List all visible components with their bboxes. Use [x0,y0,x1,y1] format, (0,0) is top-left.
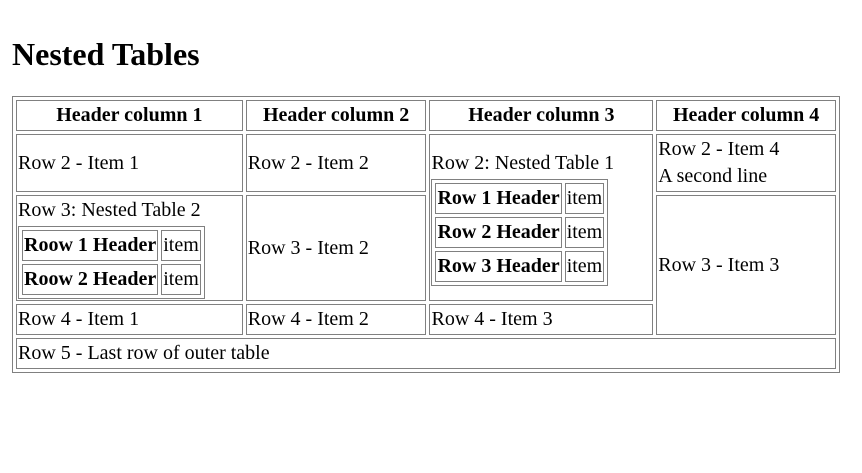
header-column-4: Header column 4 [656,100,836,132]
nested-table-2-row-header: Roow 1 Header [22,230,159,262]
row4-item2-cell: Row 4 - Item 2 [245,304,427,336]
row2-item1-cell: Row 2 - Item 1 [16,134,243,193]
outer-table: Header column 1 Header column 2 Header c… [12,96,840,374]
row2-item4-line1: Row 2 - Item 4 [658,138,780,161]
table-row-4: Row 4 - Item 1 Row 4 - Item 2 Row 4 - It… [16,304,836,336]
header-column-3: Header column 3 [429,100,654,132]
header-column-1: Header column 1 [16,100,243,132]
table-row-2: Row 2 - Item 1 Row 2 - Item 2 Row 2: Nes… [16,134,836,302]
nested-table-2-row: Roow 2 Header item [22,264,201,296]
nested-table-1-row: Row 2 Header item [435,216,605,248]
nested-table-1-row-header: Row 1 Header [435,182,562,214]
nested-table-2-row: Roow 1 Header item [22,230,201,262]
row3-item3-cell: Row 3 - Item 3 [656,195,836,336]
row2-item4-cell: Row 2 - Item 4 A second line [656,134,836,193]
row5-cell: Row 5 - Last row of outer table [16,338,836,370]
nested-table-2-row-header: Roow 2 Header [22,264,159,296]
nested-table-2: Roow 1 Header item Roow 2 Header item [18,226,205,300]
nested-table-2-row-value: item [161,230,201,262]
row3-item2-cell: Row 3 - Item 2 [245,195,427,302]
nested-table-2-title: Row 3: Nested Table 2 [18,199,201,222]
nested-table-1-row-header: Row 3 Header [435,250,562,282]
row2-item2-cell: Row 2 - Item 2 [245,134,427,193]
row4-item1-cell: Row 4 - Item 1 [16,304,243,336]
table-row-3: Row 3: Nested Table 2 Roow 1 Header item… [16,195,836,336]
table-row-5: Row 5 - Last row of outer table [16,338,836,370]
nested-table-1: Row 1 Header item Row 2 Header item Row … [431,178,609,286]
row3-nested-cell: Row 3: Nested Table 2 Roow 1 Header item… [16,195,243,302]
nested-table-1-row-value: item [564,250,605,282]
nested-table-1-row-header: Row 2 Header [435,216,562,248]
nested-table-1-row: Row 1 Header item [435,182,605,214]
header-row: Header column 1 Header column 2 Header c… [16,100,836,132]
header-column-2: Header column 2 [245,100,427,132]
nested-table-1-row: Row 3 Header item [435,250,605,282]
row2-item4-line2: A second line [658,165,768,188]
nested-table-1-row-value: item [564,216,605,248]
row2-nested-cell: Row 2: Nested Table 1 Row 1 Header item … [429,134,654,302]
nested-table-1-row-value: item [564,182,605,214]
page-title: Nested Tables [12,36,200,72]
page: Nested Tables Header column 1 Header col… [0,35,862,374]
row4-item3-cell: Row 4 - Item 3 [429,304,654,336]
nested-table-2-row-value: item [161,264,201,296]
nested-table-1-title: Row 2: Nested Table 1 [431,151,615,174]
